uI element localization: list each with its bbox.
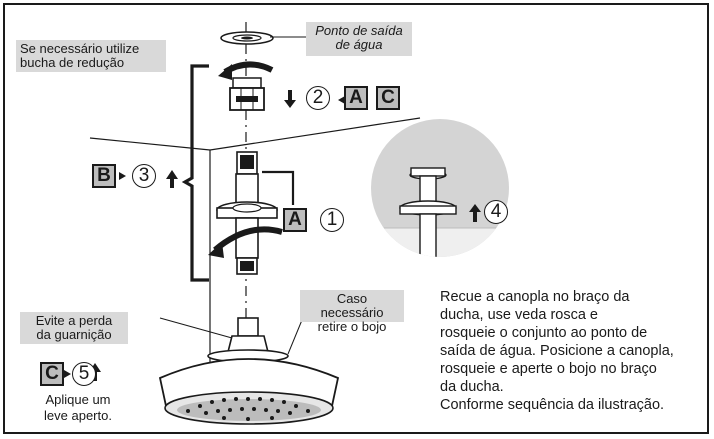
instruction-line: Conforme sequência da ilustração. xyxy=(440,397,665,413)
instruction-line: Recue a canopla no braço da xyxy=(440,289,630,305)
instruction-line: rosqueie o conjunto ao ponto de xyxy=(440,325,648,341)
bracket-b xyxy=(181,64,209,282)
callout-gasket: Evite a perda da guarnição xyxy=(20,312,128,344)
diagram-frame xyxy=(3,3,709,434)
step-letter-a: A xyxy=(344,86,368,110)
light-tightening-note: Aplique um leve aperto. xyxy=(44,392,112,423)
callout-water-outlet: Ponto de saída de água xyxy=(306,22,412,56)
rotation-arrow-top xyxy=(223,61,274,75)
shower-holes xyxy=(186,397,310,421)
instruction-line: da ducha. xyxy=(440,379,504,395)
instructions-text: Recue a canopla no braço da ducha, use v… xyxy=(440,288,708,414)
shower-arm xyxy=(216,151,278,275)
down-arrow-icon xyxy=(284,90,296,108)
step-letter-c: C xyxy=(376,86,400,110)
step-letter-a-step1: A xyxy=(283,208,307,232)
instruction-line: ducha, use veda rosca e xyxy=(440,307,598,323)
instruction-line: rosqueie e aperte o bojo no braço xyxy=(440,361,657,377)
step-number-1: 1 xyxy=(320,208,344,232)
reduction-bushing xyxy=(229,77,265,111)
callout-reduction-bushing: Se necessário utilize bucha de redução xyxy=(16,40,166,72)
instruction-line: saída de água. Posicione a canopla, xyxy=(440,343,674,359)
water-outlet-flange xyxy=(220,31,274,45)
step-letter-b: B xyxy=(92,164,116,188)
callout-remove-bowl: Caso necessário retire o bojo xyxy=(300,290,404,334)
zoom-detail xyxy=(371,119,509,257)
step-number-4: 4 xyxy=(484,200,508,224)
step-letter-c-step5: C xyxy=(40,362,64,386)
pointer-triangles xyxy=(64,96,345,378)
shower-head xyxy=(158,317,340,425)
step-number-2: 2 xyxy=(306,86,330,110)
step-number-5: 5 xyxy=(72,362,96,386)
step-number-3: 3 xyxy=(132,164,156,188)
